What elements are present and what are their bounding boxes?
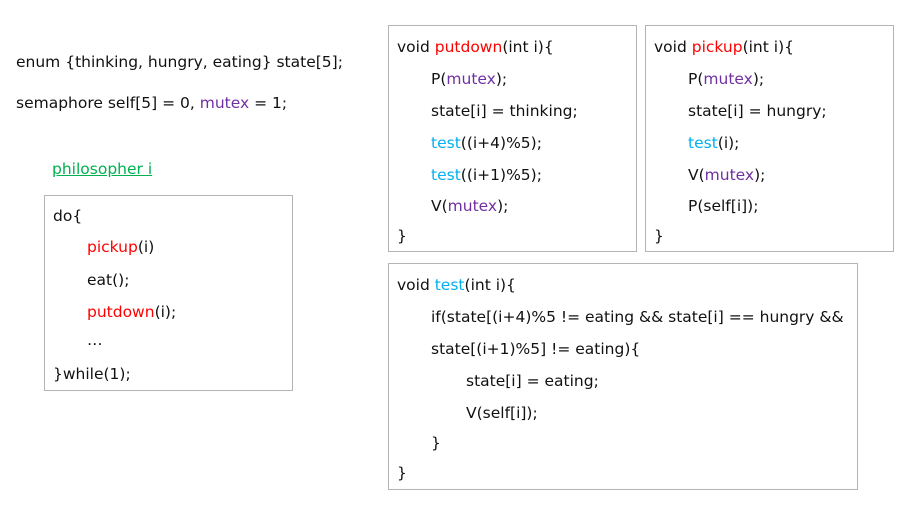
- enum-declaration: enum {thinking, hungry, eating} state[5]…: [16, 53, 343, 71]
- pickup-test-args: (i);: [717, 134, 740, 152]
- pickup-call-name: pickup: [87, 238, 138, 256]
- test-sig-prefix: void: [397, 276, 435, 294]
- pickup-p-self: P(self[i]);: [688, 197, 759, 215]
- putdown-test-left-args: ((i+4)%5);: [460, 134, 542, 152]
- putdown-signature: void putdown(int i){: [397, 37, 554, 57]
- putdown-test-right-name: test: [431, 166, 461, 184]
- test-condition-line-2: state[(i+1)%5] != eating){: [431, 340, 641, 358]
- pickup-call-args: (i): [137, 238, 155, 256]
- do-open: do{: [53, 207, 83, 225]
- philosopher-code-box: do{ pickup(i) eat(); putdown(i); … }whil…: [44, 195, 293, 391]
- pickup-v-mutex-name: mutex: [704, 166, 755, 184]
- putdown-p-mutex-name: mutex: [446, 70, 496, 88]
- pickup-signature: void pickup(int i){: [654, 37, 794, 57]
- putdown-call-name: putdown: [87, 303, 155, 321]
- putdown-function-box: void putdown(int i){ P(mutex); state[i] …: [388, 25, 637, 252]
- putdown-v-mutex: V(mutex);: [431, 196, 508, 216]
- pickup-test-name: test: [688, 134, 718, 152]
- putdown-sig-suffix: (int i){: [502, 38, 554, 56]
- ellipsis: …: [87, 331, 103, 349]
- pickup-close: }: [654, 227, 664, 245]
- semaphore-prefix: semaphore self[5] = 0,: [16, 94, 200, 112]
- eat-call: eat();: [87, 271, 130, 289]
- putdown-sig-prefix: void: [397, 38, 435, 56]
- putdown-test-left-name: test: [431, 134, 461, 152]
- pickup-assign: state[i] = hungry;: [688, 102, 827, 120]
- test-condition-line-1: if(state[(i+4)%5 != eating && state[i] =…: [431, 308, 844, 326]
- putdown-sig-name: putdown: [434, 38, 503, 56]
- test-function-box: void test(int i){ if(state[(i+4)%5 != ea…: [388, 263, 858, 490]
- putdown-test-left: test((i+4)%5);: [431, 133, 542, 153]
- pickup-p-mutex-name: mutex: [703, 70, 753, 88]
- pickup-p-open: P(: [688, 70, 704, 88]
- pickup-v-mutex: V(mutex);: [688, 165, 765, 185]
- putdown-assign: state[i] = thinking;: [431, 102, 578, 120]
- putdown-p-open: P(: [431, 70, 447, 88]
- pickup-sig-prefix: void: [654, 38, 692, 56]
- pickup-test: test(i);: [688, 133, 739, 153]
- putdown-v-close: );: [497, 197, 509, 215]
- test-signature: void test(int i){: [397, 275, 516, 295]
- pickup-sig-name: pickup: [691, 38, 743, 56]
- putdown-close: }: [397, 227, 407, 245]
- putdown-test-right-args: ((i+1)%5);: [460, 166, 542, 184]
- semaphore-suffix: = 1;: [249, 94, 288, 112]
- pickup-call: pickup(i): [87, 237, 154, 257]
- test-sig-suffix: (int i){: [464, 276, 516, 294]
- pickup-v-close: );: [754, 166, 766, 184]
- test-sig-name: test: [434, 276, 465, 294]
- semaphore-declaration: semaphore self[5] = 0, mutex = 1;: [16, 94, 287, 112]
- test-inner-close: }: [431, 434, 441, 452]
- pickup-sig-suffix: (int i){: [742, 38, 794, 56]
- putdown-p-close: );: [495, 70, 508, 88]
- while-close: }while(1);: [53, 365, 131, 383]
- putdown-v-open: V(: [431, 197, 448, 215]
- putdown-call: putdown(i);: [87, 302, 176, 322]
- pickup-function-box: void pickup(int i){ P(mutex); state[i] =…: [645, 25, 894, 252]
- putdown-call-args: (i);: [154, 303, 177, 321]
- putdown-p-mutex: P(mutex);: [431, 69, 507, 89]
- pickup-v-open: V(: [688, 166, 705, 184]
- pickup-p-close: );: [752, 70, 765, 88]
- putdown-v-mutex-name: mutex: [447, 197, 498, 215]
- test-v-self: V(self[i]);: [466, 404, 538, 422]
- pickup-p-mutex: P(mutex);: [688, 69, 764, 89]
- semaphore-mutex: mutex: [199, 94, 250, 112]
- test-assign: state[i] = eating;: [466, 372, 599, 390]
- philosopher-title: philosopher i: [52, 160, 153, 178]
- test-close: }: [397, 464, 407, 482]
- putdown-test-right: test((i+1)%5);: [431, 165, 542, 185]
